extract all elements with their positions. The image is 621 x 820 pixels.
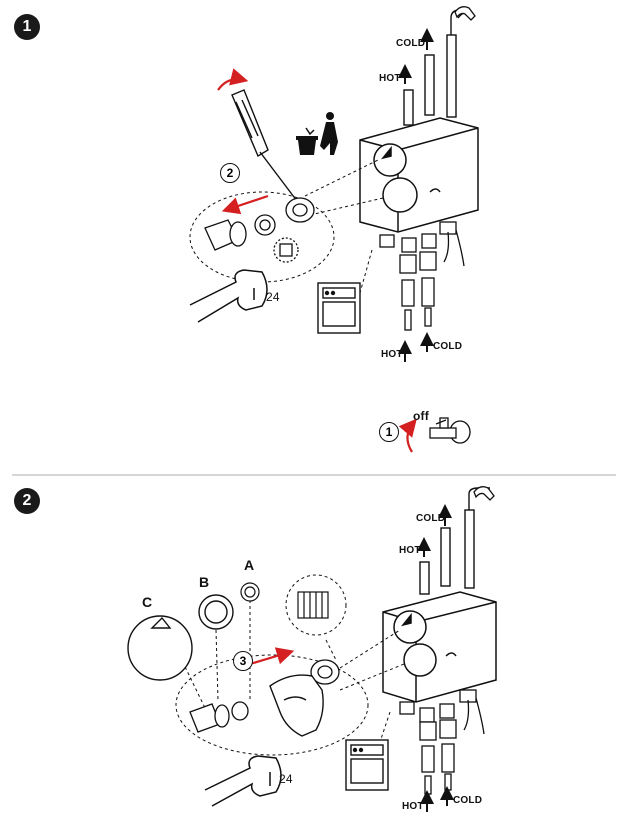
close-arrow-red — [398, 418, 417, 453]
section2-cold-bottom-label: COLD — [453, 795, 483, 806]
section2-hot-top-label: HOT — [399, 545, 421, 556]
remove-arrow-red — [221, 194, 269, 215]
section2-flow-arrows — [417, 504, 454, 812]
hand-icon — [269, 674, 324, 737]
section1-cold-bottom-label: COLD — [433, 341, 463, 352]
section1-couplings — [379, 221, 465, 331]
section2-valve-body — [382, 591, 497, 703]
recycle-bin-icon — [296, 112, 338, 155]
section1-shower-icon — [454, 6, 476, 21]
section1-pipes — [403, 9, 471, 126]
section2-parts-outline — [175, 654, 369, 756]
substep-1-marker: 1 — [379, 422, 399, 442]
part-b-label: B — [199, 574, 210, 590]
section2-cartridge-parts — [189, 659, 340, 733]
step-2-badge: 2 — [14, 488, 40, 514]
gear-a — [240, 582, 260, 602]
section1-wrench-size: 24 — [266, 290, 280, 304]
section1-controller-box — [317, 282, 361, 334]
part-a-label: A — [244, 557, 255, 573]
install-arrow-red — [249, 647, 295, 666]
section2-wrench-size: 24 — [279, 772, 293, 786]
off-label: off — [413, 409, 429, 423]
section2-couplings — [399, 689, 485, 795]
cartridge-detail — [297, 591, 329, 619]
part-c-label: C — [142, 594, 153, 610]
ring-b — [198, 594, 234, 630]
section1-valve-body — [359, 117, 479, 233]
substep-3-marker: 3 — [233, 651, 253, 671]
section1-cartridge-parts — [204, 197, 315, 263]
section1-cold-top-label: COLD — [396, 38, 426, 49]
step-1-badge: 1 — [14, 14, 40, 40]
section2-shower-icon — [473, 486, 495, 501]
cover-plate-c — [127, 615, 193, 681]
section1-hot-top-label: HOT — [379, 73, 401, 84]
section2-cold-top-label: COLD — [416, 513, 446, 524]
section1-wrench — [189, 269, 268, 323]
section1-hot-bottom-label: HOT — [381, 349, 403, 360]
section-separator — [12, 474, 616, 476]
section2-hot-bottom-label: HOT — [402, 801, 424, 812]
section1-flow-arrows — [398, 28, 434, 362]
section2-pipes — [419, 487, 490, 595]
substep-2-marker: 2 — [220, 163, 240, 183]
section2-wrench — [204, 755, 282, 807]
section1-shutoff-valve — [429, 417, 471, 444]
screwdriver — [231, 89, 301, 206]
cartridge-detail-outline — [285, 574, 347, 636]
section2-controller-box — [345, 739, 389, 791]
rotate-arrow-red — [217, 68, 249, 91]
